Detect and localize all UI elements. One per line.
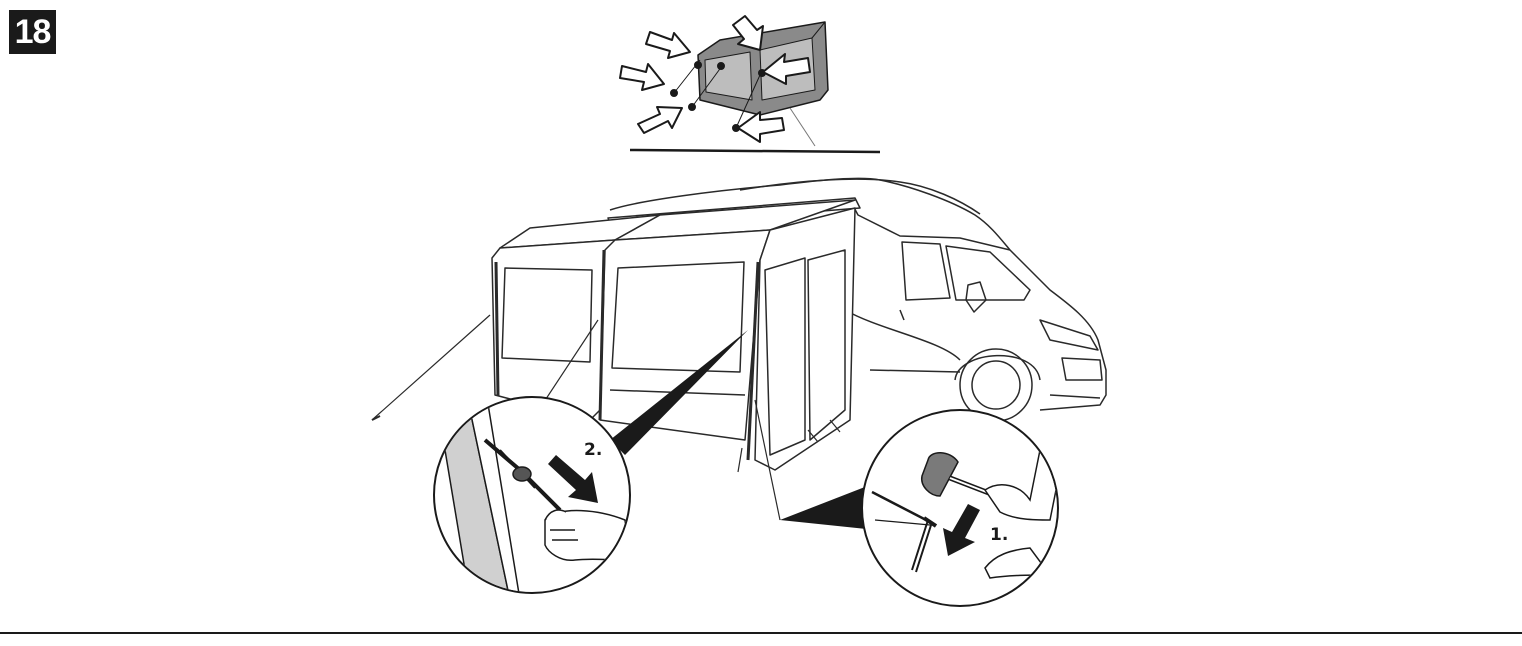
pull-arrow-icon [548, 455, 598, 503]
right-callout-pointer [780, 485, 876, 530]
step-number-badge: 18 [9, 10, 56, 54]
overview-awning-diagram [619, 15, 881, 154]
hammer-arrow-icon [943, 504, 980, 556]
left-detail-circle: 2. [433, 396, 631, 594]
left-callout-pointer [610, 330, 748, 455]
step-2-label: 2. [584, 440, 602, 460]
right-detail-circle: 1. [861, 409, 1059, 607]
awning-structure [371, 199, 856, 521]
step-1-label: 1. [990, 525, 1008, 545]
